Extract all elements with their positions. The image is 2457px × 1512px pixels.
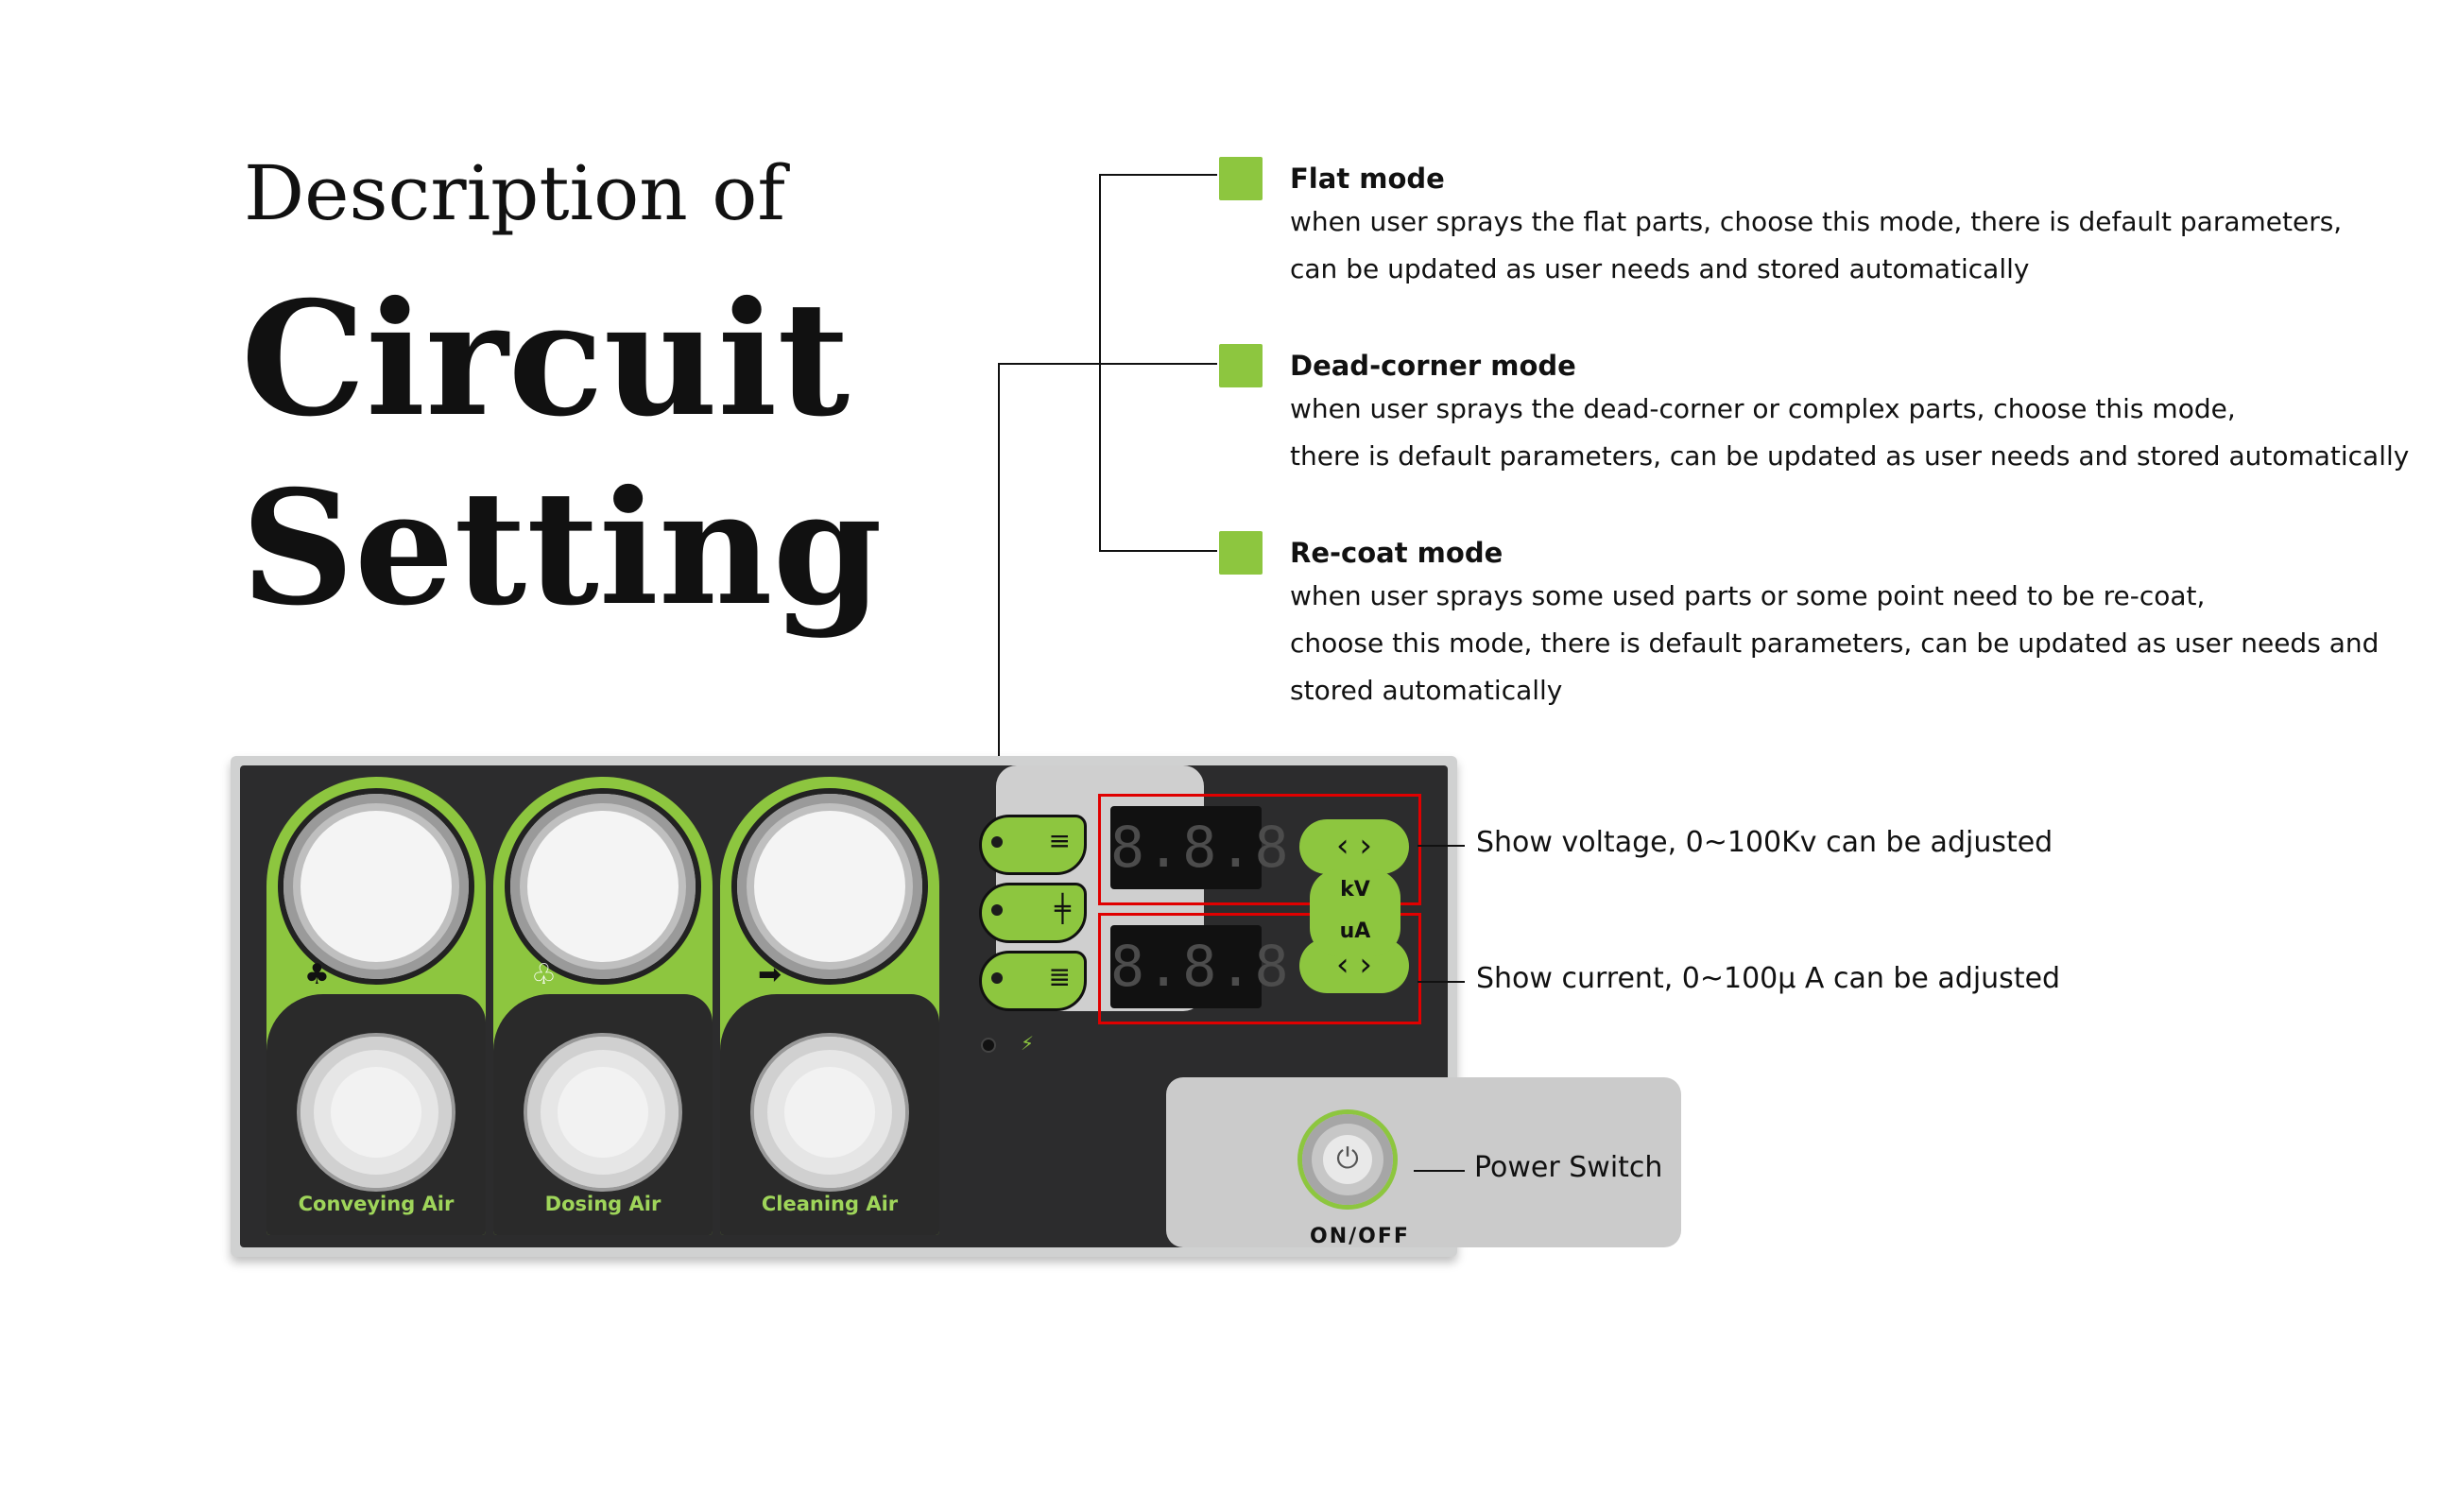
current-display: 8.8.8: [1110, 925, 1289, 1008]
cleaning-air-column: ➡ Cleaning Air: [720, 777, 939, 1235]
re-coat-mode-button[interactable]: ≣: [979, 951, 1087, 1011]
arrow-right-icon: ➡: [758, 958, 782, 991]
gauge-face: [754, 811, 905, 962]
re-coat-mode-icon: [1219, 531, 1263, 575]
voltage-adjust-buttons[interactable]: ‹ ›: [1299, 819, 1409, 874]
power-callout: Power Switch: [1474, 1151, 1663, 1184]
re-coat-mode-icon-small: ≣: [1048, 961, 1071, 992]
dead-corner-mode-icon-small: ╪: [1055, 893, 1071, 924]
dosing-air-label: Dosing Air: [544, 1193, 662, 1215]
connector-recoat: [1099, 550, 1217, 552]
gauge-face: [527, 811, 679, 962]
mode-dead-corner-line-1: when user sprays the dead-corner or comp…: [1290, 393, 2236, 424]
gauge-face: [301, 811, 452, 962]
dead-corner-mode-button[interactable]: ╪: [979, 883, 1087, 943]
flat-mode-icon: [1219, 157, 1263, 200]
lightning-icon: ⚡: [1021, 1032, 1035, 1055]
current-callout-line: [1418, 981, 1465, 983]
unit-ua-label: uA: [1339, 919, 1371, 943]
dosing-air-knob[interactable]: [527, 1037, 679, 1188]
current-callout: Show current, 0~100μ A can be adjusted: [1476, 962, 2061, 995]
mode-recoat-heading: Re-coat mode: [1290, 537, 1503, 569]
control-panel: ♣ Conveying Air ♧ Dosing Air ➡ Cleaning …: [231, 756, 1681, 1257]
re-coat-mode-led: [991, 972, 1003, 984]
mode-flat-line-2: can be updated as user needs and stored …: [1290, 253, 2030, 284]
dosing-air-gauge: [510, 794, 696, 979]
knob-cap: [558, 1067, 648, 1158]
connector-dead-corner: [998, 363, 1217, 365]
mode-recoat-line-1: when user sprays some used parts or some…: [1290, 580, 2206, 611]
mode-dead-corner: Dead-corner mode when user sprays the de…: [1219, 344, 2410, 480]
flat-mode-led: [991, 836, 1003, 848]
voltage-callout: Show voltage, 0~100Kv can be adjusted: [1476, 826, 2053, 859]
title-line-2: Circuit: [241, 267, 850, 452]
current-display-box: 8.8.8 ‹ ›: [1098, 913, 1421, 1024]
mode-flat: Flat mode when user sprays the flat part…: [1219, 157, 2343, 293]
conveying-air-column: ♣ Conveying Air: [266, 777, 486, 1235]
mode-recoat-line-2: choose this mode, there is default param…: [1290, 627, 2380, 659]
panel-gray-bottom: [1166, 1077, 1681, 1247]
mode-recoat: Re-coat mode when user sprays some used …: [1219, 531, 2380, 714]
power-icon: ⏻: [1323, 1135, 1372, 1184]
power-switch[interactable]: ⏻: [1302, 1114, 1393, 1205]
voltage-display: 8.8.8: [1110, 806, 1289, 889]
onoff-label: ON/OFF: [1310, 1225, 1410, 1248]
flat-mode-icon-small: ≡: [1048, 825, 1071, 856]
voltage-callout-line: [1418, 845, 1465, 847]
unit-toggle-button[interactable]: kV uA: [1310, 869, 1400, 956]
title-line-1: Description of: [244, 149, 786, 237]
connector-vertical-inner: [998, 363, 1000, 828]
dosing-air-column: ♧ Dosing Air: [493, 777, 713, 1235]
conveying-air-label: Conveying Air: [298, 1193, 455, 1215]
voltage-display-box: 8.8.8 ‹ ›: [1098, 794, 1421, 905]
club-outline-icon: ♧: [531, 958, 557, 991]
mode-recoat-line-3: stored automatically: [1290, 675, 1563, 706]
mode-dead-corner-line-2: there is default parameters, can be upda…: [1290, 440, 2410, 472]
mode-flat-heading: Flat mode: [1290, 163, 1445, 195]
mode-dead-corner-heading: Dead-corner mode: [1290, 350, 1576, 382]
cleaning-air-label: Cleaning Air: [761, 1193, 899, 1215]
club-icon: ♣: [304, 958, 330, 991]
status-led: [983, 1040, 994, 1051]
mode-flat-line-1: when user sprays the flat parts, choose …: [1290, 206, 2343, 237]
power-callout-line: [1414, 1170, 1465, 1172]
unit-kv-label: kV: [1340, 878, 1370, 902]
cleaning-air-gauge: [737, 794, 922, 979]
conveying-air-knob[interactable]: [301, 1037, 452, 1188]
dead-corner-mode-led: [991, 904, 1003, 916]
dead-corner-mode-icon: [1219, 344, 1263, 387]
flat-mode-button[interactable]: ≡: [979, 815, 1087, 875]
title-line-3: Setting: [241, 456, 883, 641]
knob-cap: [784, 1067, 875, 1158]
cleaning-air-knob[interactable]: [754, 1037, 905, 1188]
conveying-air-gauge: [284, 794, 469, 979]
knob-cap: [331, 1067, 421, 1158]
connector-flat: [1099, 174, 1217, 176]
